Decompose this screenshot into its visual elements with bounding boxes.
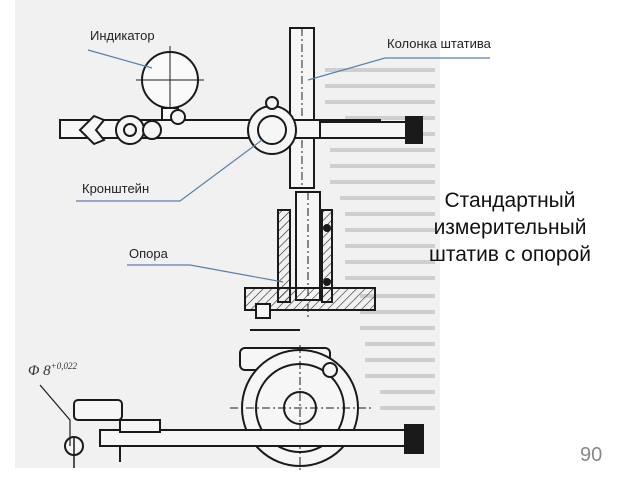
label-leaders <box>76 49 490 283</box>
slide-title-line-2: измерительный <box>433 216 587 239</box>
bracket-joint <box>142 120 162 140</box>
column-clamp <box>247 105 297 155</box>
dimension-leader <box>39 384 71 446</box>
support-base <box>244 287 376 311</box>
page-number: 90 <box>580 444 603 466</box>
bracket-label: Кронштейн <box>82 181 150 196</box>
diameter-tolerance: +0,022 <box>50 361 77 371</box>
clamp-screw-knob <box>405 116 423 144</box>
slide-title-line-3: штатив с опорой <box>429 243 591 266</box>
slide-title: Стандартный измерительный штатив с опоро… <box>400 187 620 268</box>
background-text-lines <box>325 68 435 410</box>
clamp-screw <box>319 121 409 139</box>
lower-screw-knob <box>404 424 424 454</box>
indicator-label: Индикатор <box>90 28 155 43</box>
support-label: Опора <box>129 246 168 261</box>
diameter-dimension: Φ 8+0,022 <box>28 361 77 380</box>
scanned-page-background <box>15 0 440 468</box>
bracket-clamp <box>115 115 145 145</box>
column-label: Колонка штатива <box>387 36 491 51</box>
slide-title-line-1: Стандартный <box>444 189 576 212</box>
bracket-knob <box>78 114 106 146</box>
diameter-value: Φ 8 <box>28 363 51 379</box>
